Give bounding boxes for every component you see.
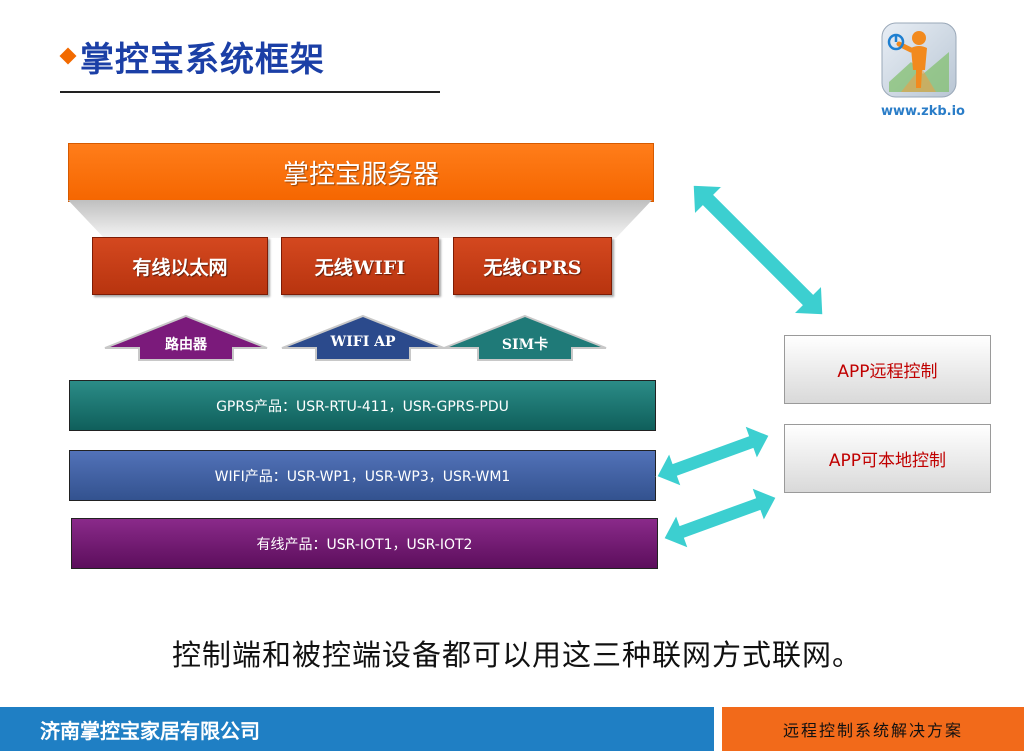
gprs-products-band: GPRS产品：USR-RTU-411，USR-GPRS-PDU [69,380,656,431]
footer-tagline-bar: 远程控制系统解决方案 [722,707,1024,751]
footer-tagline: 远程控制系统解决方案 [782,721,963,740]
page-title: 掌控宝系统框架 [80,39,325,80]
network-label: 有线以太网 [132,256,228,279]
sim-label: SIM卡 [501,337,549,353]
server-label: 掌控宝服务器 [282,160,439,190]
product-label: GPRS产品：USR-RTU-411，USR-GPRS-PDU [216,398,509,415]
network-gprs-box: 无线GPRS [453,237,612,295]
network-ethernet-box: 有线以太网 [92,237,268,295]
wired-products-band: 有线产品：USR-IOT1，USR-IOT2 [71,518,658,569]
product-label: 有线产品：USR-IOT1，USR-IOT2 [256,536,473,553]
title-underline [60,91,440,93]
logo-url: www.zkb.io [881,104,965,119]
router-label: 路由器 [165,337,207,353]
diamond-bullet-icon [59,47,77,65]
product-label: WIFI产品：USR-WP1，USR-WP3，USR-WM1 [214,468,511,485]
double-arrow-icon [662,486,778,550]
title-bar: 掌控宝系统框架 [59,32,325,80]
app-label: APP远程控制 [837,362,938,382]
network-wifi-box: 无线WIFI [281,237,439,295]
wifi-ap-label: WIFI AP [330,334,396,350]
app-label: APP可本地控制 [828,451,947,471]
server-box: 掌控宝服务器 [68,143,654,202]
app-remote-control-box: APP远程控制 [784,335,991,404]
network-label: 无线WIFI [314,256,406,279]
network-label: 无线GPRS [483,256,582,279]
wifi-products-band: WIFI产品：USR-WP1，USR-WP3，USR-WM1 [69,450,656,501]
footer-company-bar: 济南掌控宝家居有限公司 [0,707,714,751]
double-arrow-icon [692,184,824,316]
sim-up-arrow: SIM卡 [443,314,607,361]
router-up-arrow: 路由器 [104,314,268,361]
double-arrow-icon [655,424,771,488]
server-funnel [68,200,652,238]
power-person-logo-icon [881,22,957,98]
app-local-control-box: APP可本地控制 [784,424,991,493]
wifi-ap-up-arrow: WIFI AP [281,314,445,361]
caption-text: 控制端和被控端设备都可以用这三种联网方式联网。 [171,638,862,672]
footer-company: 济南掌控宝家居有限公司 [40,718,260,743]
